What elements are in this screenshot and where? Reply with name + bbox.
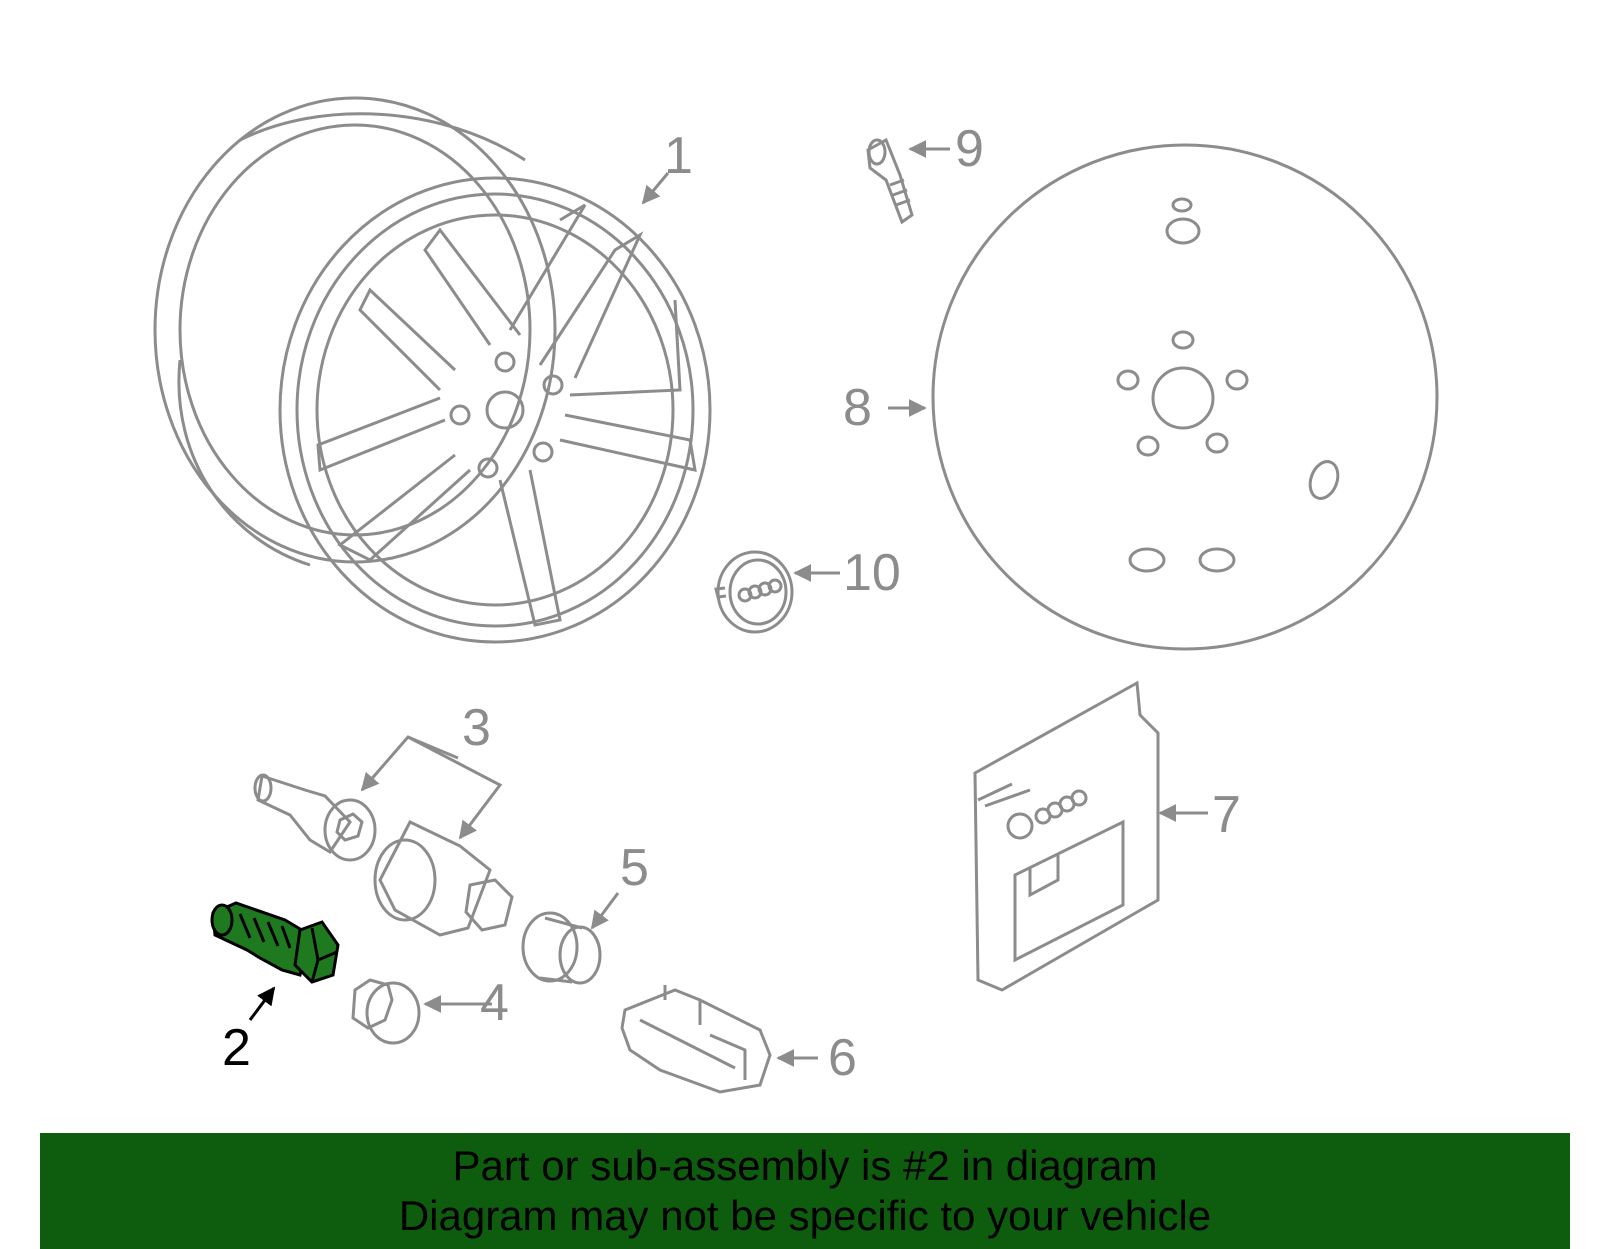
- callout-4[interactable]: 4: [480, 974, 509, 1032]
- wheel-part[interactable]: [153, 96, 712, 644]
- callout-1[interactable]: 1: [664, 127, 693, 185]
- callout-8[interactable]: 8: [843, 379, 872, 437]
- center-cap-part[interactable]: [714, 550, 794, 634]
- callout-5[interactable]: 5: [620, 839, 649, 897]
- callout-6[interactable]: 6: [828, 1029, 857, 1087]
- callout-9[interactable]: 9: [955, 120, 984, 178]
- removal-hook-part[interactable]: [620, 985, 772, 1094]
- callout-10[interactable]: 10: [843, 544, 901, 602]
- banner-line-part-info: Part or sub-assembly is #2 in diagram: [452, 1142, 1158, 1189]
- label-decal-part[interactable]: [973, 680, 1160, 992]
- banner-line-disclaimer: Diagram may not be specific to your vehi…: [398, 1192, 1212, 1239]
- callout-arrow-2: [248, 986, 276, 1021]
- nut-cap-part[interactable]: [351, 978, 421, 1045]
- wheel-bolt-part[interactable]: [210, 901, 340, 984]
- splash-shield-part[interactable]: [931, 143, 1439, 651]
- callout-arrows: [360, 140, 1208, 1067]
- bolt-cap-part[interactable]: [521, 911, 602, 985]
- locking-bolt-set-part[interactable]: [253, 773, 514, 937]
- valve-stem-part[interactable]: [866, 137, 914, 225]
- callout-2[interactable]: 2: [222, 1019, 251, 1077]
- callout-3[interactable]: 3: [462, 699, 491, 757]
- callout-7[interactable]: 7: [1212, 786, 1241, 844]
- info-banner: Part or sub-assembly is #2 in diagram Di…: [40, 1133, 1570, 1249]
